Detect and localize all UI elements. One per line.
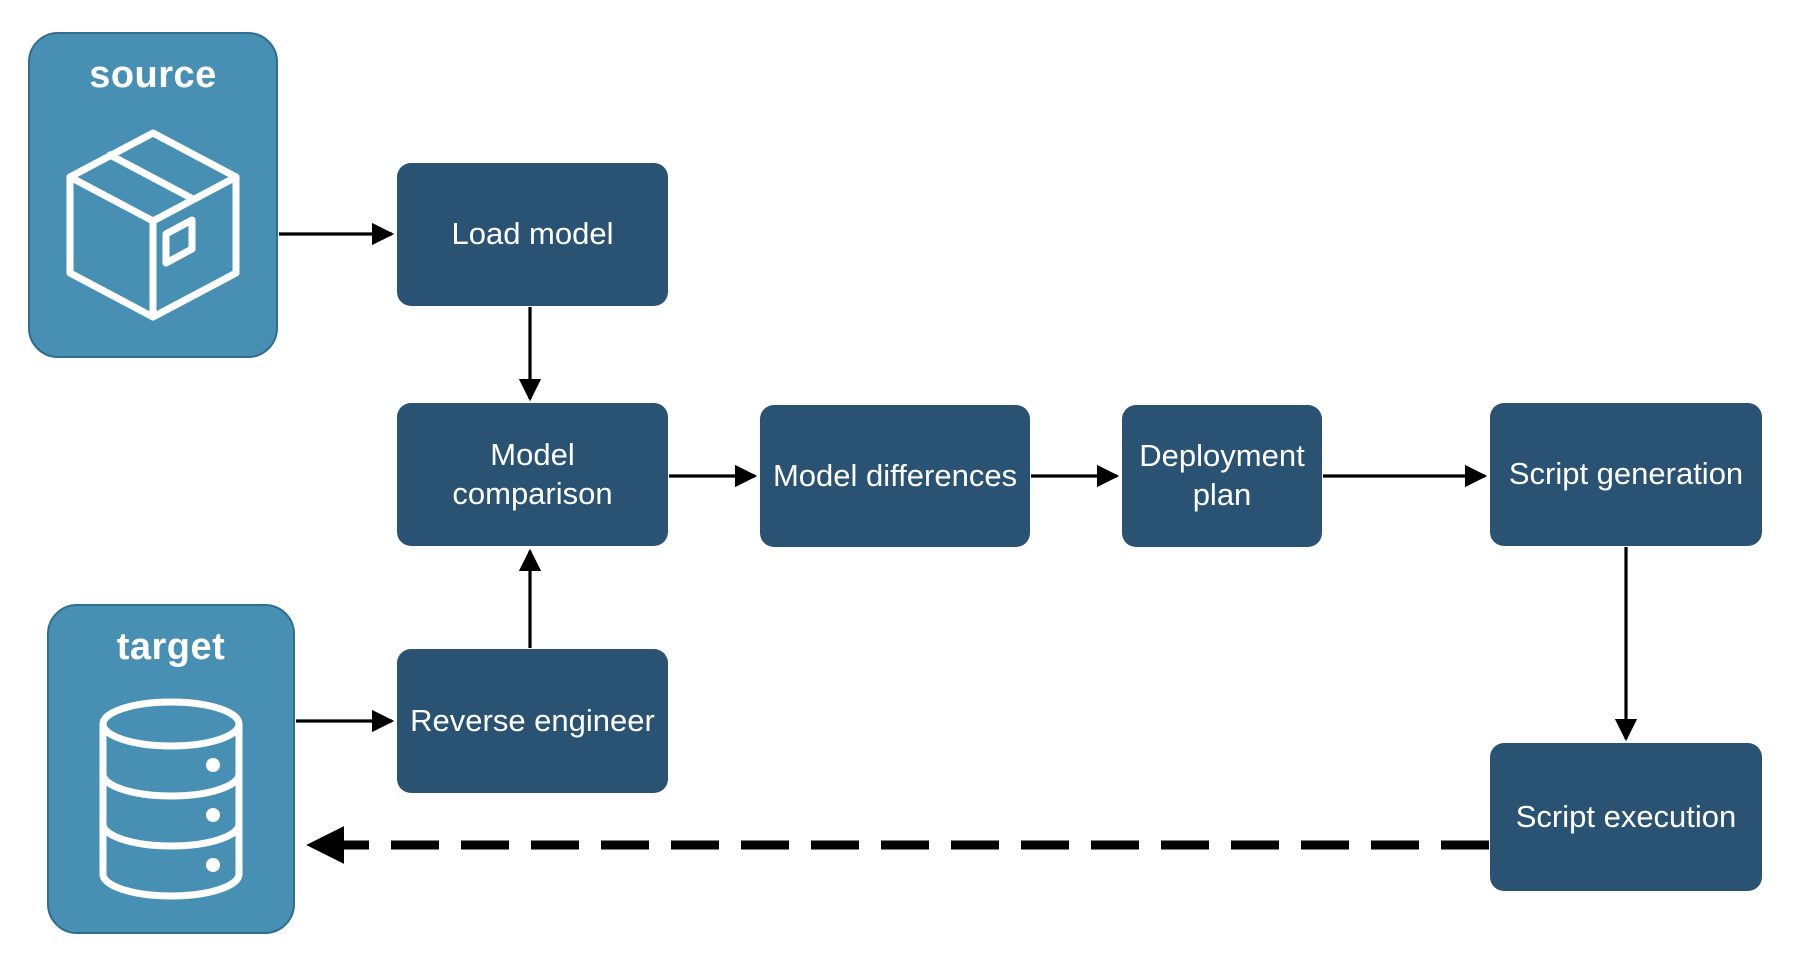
process-model-comparison[interactable]: Model comparison (397, 403, 668, 546)
process-model-differences[interactable]: Model differences (760, 405, 1030, 547)
endpoint-source-label: source (89, 54, 217, 96)
endpoint-target-label: target (116, 626, 226, 668)
process-reverse-engineer[interactable]: Reverse engineer (397, 649, 668, 793)
process-model-differences-label: Model differences (772, 457, 1018, 493)
database-cylinder-icon (49, 666, 293, 932)
process-load-model[interactable]: Load model (397, 163, 668, 306)
process-reverse-engineer-label: Reverse engineer (410, 702, 655, 738)
endpoint-source[interactable]: source (28, 32, 278, 358)
process-deployment-plan-label: Deployment plan (1139, 438, 1305, 512)
endpoint-target[interactable]: target (47, 604, 295, 934)
process-model-comparison-label: Model comparison (452, 436, 613, 511)
process-script-execution[interactable]: Script execution (1490, 743, 1762, 891)
process-script-generation-label: Script generation (1508, 456, 1744, 492)
process-script-generation[interactable]: Script generation (1490, 403, 1762, 546)
process-deployment-plan[interactable]: Deployment plan (1122, 405, 1322, 547)
package-box-icon (30, 94, 276, 356)
process-script-execution-label: Script execution (1515, 798, 1737, 834)
process-load-model-label: Load model (451, 216, 614, 252)
